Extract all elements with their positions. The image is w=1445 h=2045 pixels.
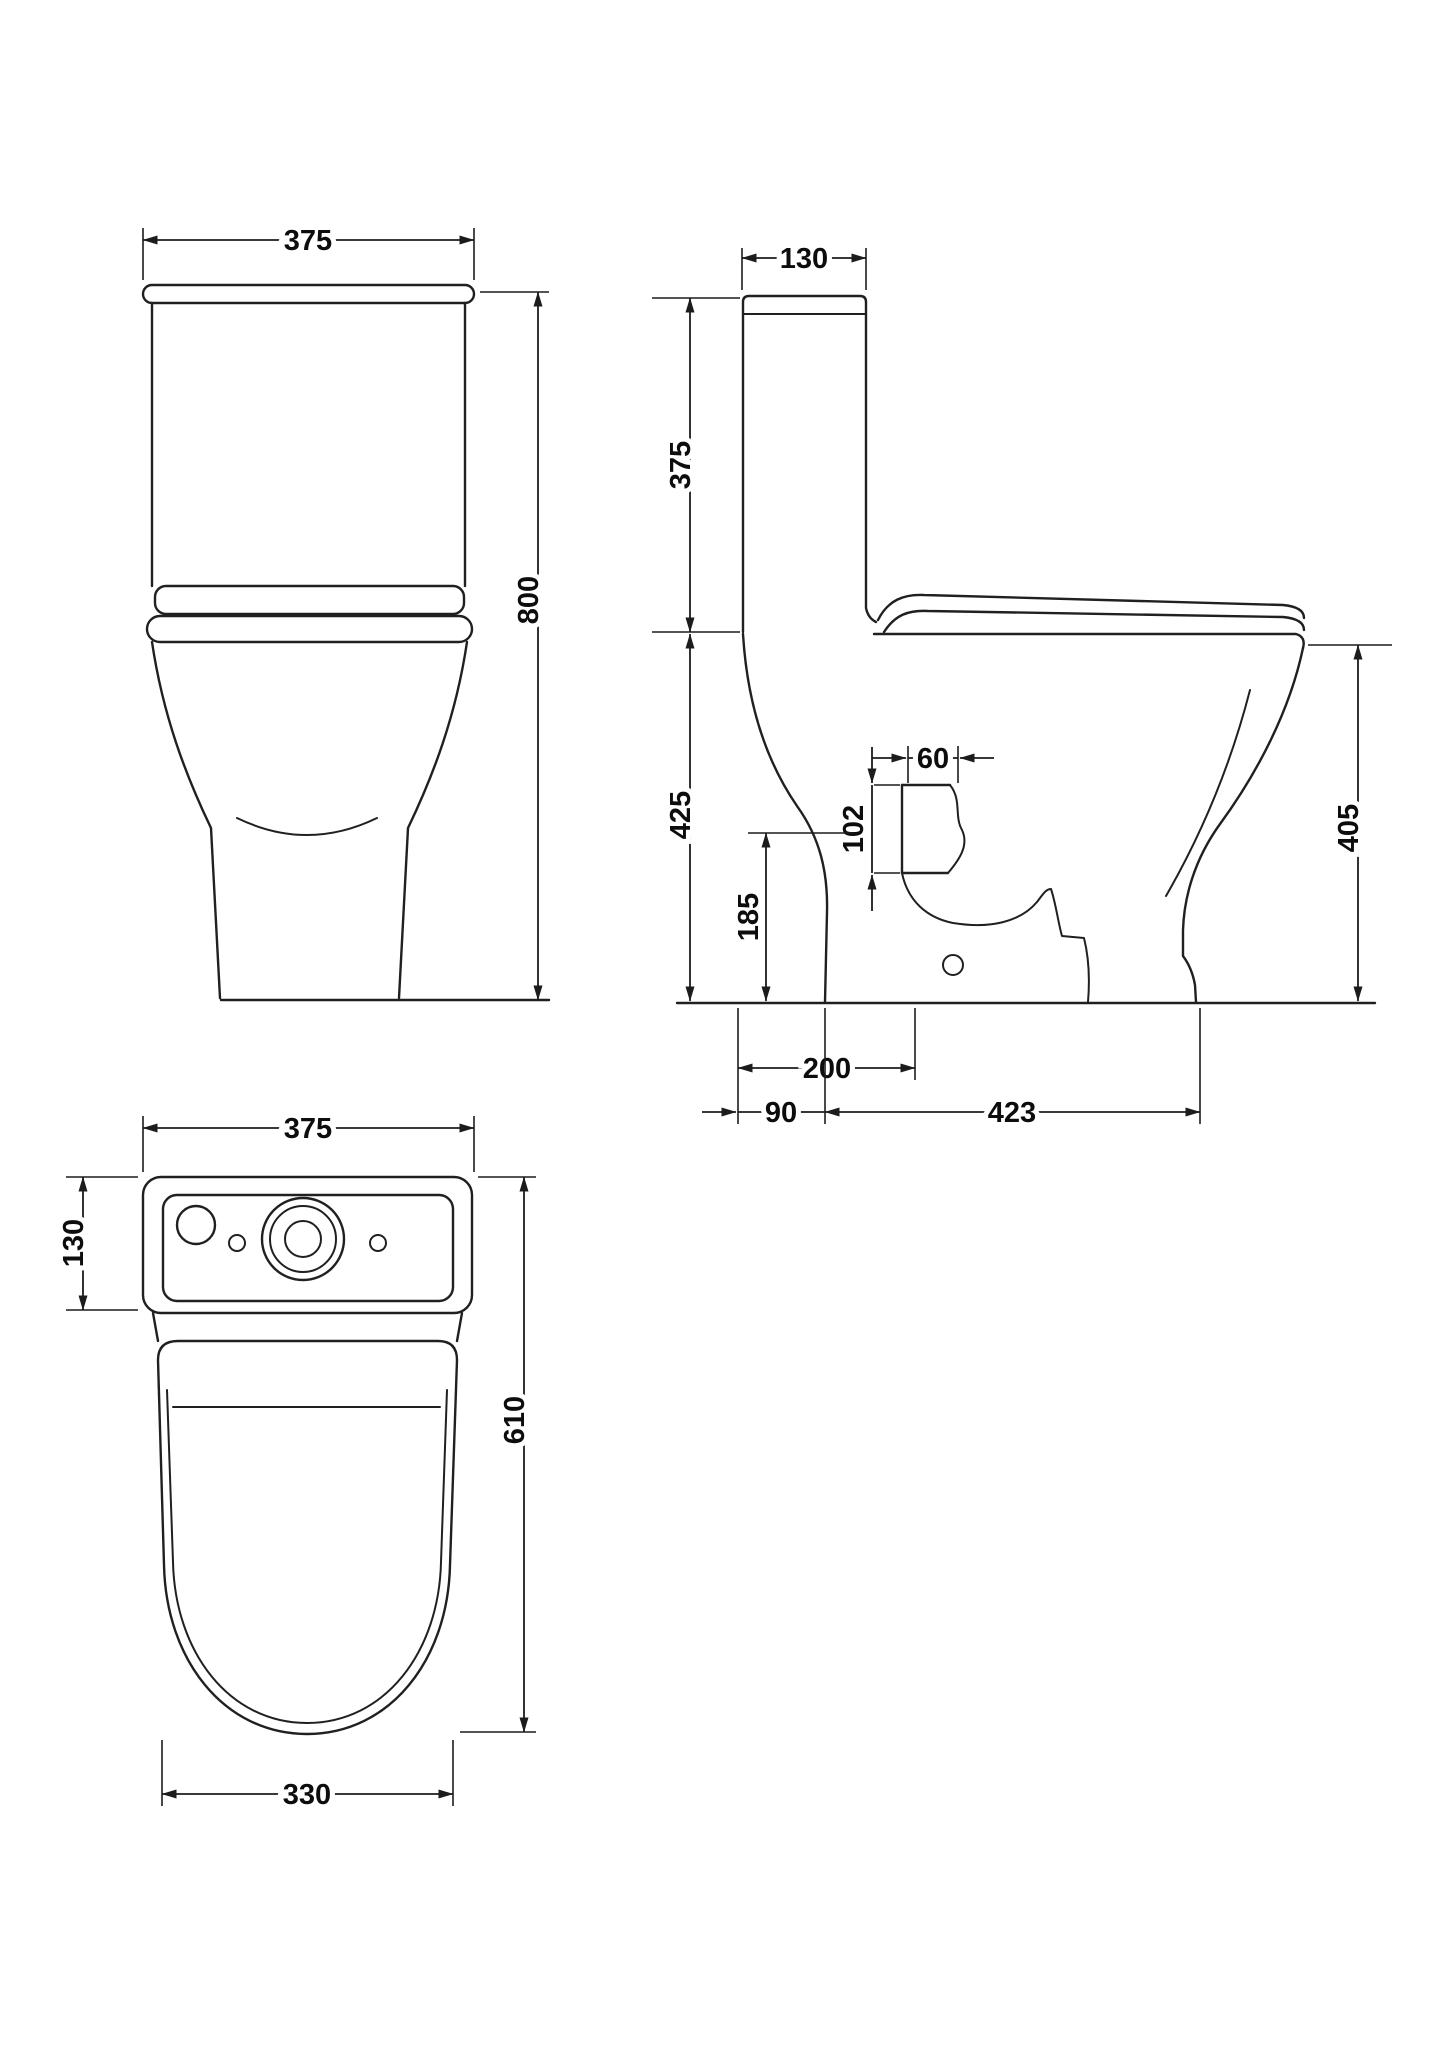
dim-side-outlet-width: 60 xyxy=(917,743,949,775)
front-view: 375 800 xyxy=(141,220,551,1002)
side-fixing-hole xyxy=(942,954,964,976)
side-outlet-height-dimension: 102 xyxy=(833,747,900,911)
plan-body-sides xyxy=(151,1311,464,1343)
plan-width-dimension: 375 xyxy=(142,1108,475,1172)
plan-inlet-hole xyxy=(175,1204,217,1246)
plan-seat-outer xyxy=(156,1339,459,1736)
side-front-profile xyxy=(1181,646,1305,1004)
front-seat-ring xyxy=(145,614,474,644)
side-pan-rim xyxy=(872,632,1305,650)
side-cistern-height-dimension: 375 xyxy=(652,297,740,633)
plan-fixing-hole-left xyxy=(228,1234,246,1252)
break-line xyxy=(947,784,966,874)
dim-side-cistern-height: 375 xyxy=(665,441,697,489)
front-seat-lid xyxy=(153,584,466,616)
dim-plan-total-depth: 610 xyxy=(499,1396,531,1444)
side-outlet xyxy=(900,783,966,875)
front-width-dimension: 375 xyxy=(142,220,475,280)
dim-side-outlet-height: 102 xyxy=(838,805,870,853)
side-outlet-width-dimension: 60 xyxy=(872,738,994,783)
front-bowl-arc xyxy=(236,817,378,836)
side-bowl-height-dimension: 425 xyxy=(660,633,702,1002)
side-outlet-floor-dimension: 185 xyxy=(728,832,854,1002)
front-height-dimension: 800 xyxy=(480,291,550,1001)
dim-front-height: 800 xyxy=(513,576,545,624)
plan-flush-button-inner xyxy=(284,1220,322,1258)
dim-side-bowl-height: 425 xyxy=(665,791,697,839)
side-seat xyxy=(882,609,1306,634)
side-trap-detail xyxy=(901,872,1090,1003)
side-seat-lid xyxy=(876,593,1306,622)
dim-side-pan-depth: 423 xyxy=(988,1097,1036,1129)
plan-cistern-depth-dimension: 130 xyxy=(53,1176,138,1311)
front-bowl-right xyxy=(397,640,469,1000)
side-back-profile xyxy=(741,632,829,1004)
dim-plan-bowl-width: 330 xyxy=(283,1779,331,1811)
plan-total-depth-dimension: 610 xyxy=(460,1176,536,1733)
side-rim-height-dimension: 405 xyxy=(1308,644,1392,1002)
side-bowl-inner-line xyxy=(1165,689,1251,897)
plan-view: 375 130 610 330 xyxy=(53,1108,536,1816)
side-view: 130 375 425 60 102 xyxy=(652,238,1392,1134)
dim-side-wall-gap: 90 xyxy=(765,1097,797,1129)
dim-side-outlet-setback: 200 xyxy=(803,1053,851,1085)
plan-flush-button-outer xyxy=(260,1196,346,1282)
front-cistern-lid xyxy=(141,283,476,305)
side-wall-gap-dimension: 90 423 xyxy=(702,1008,1201,1134)
plan-flush-button-mid xyxy=(269,1205,337,1273)
plan-bowl-width-dimension: 330 xyxy=(161,1740,454,1816)
front-bowl-left xyxy=(150,640,222,1000)
dim-side-cistern-depth: 130 xyxy=(780,243,828,275)
dim-plan-cistern-depth: 130 xyxy=(58,1219,90,1267)
dim-side-outlet-floor: 185 xyxy=(733,893,765,941)
plan-fixing-hole-right xyxy=(369,1234,387,1252)
dim-side-rim-height: 405 xyxy=(1333,804,1365,852)
side-cistern-depth-dimension: 130 xyxy=(741,238,867,290)
front-cistern-body xyxy=(150,301,467,588)
dim-plan-width: 375 xyxy=(284,1113,332,1145)
plan-cistern-outer xyxy=(141,1175,474,1315)
plan-cistern-inner xyxy=(161,1193,455,1303)
side-outlet-setback-dimension: 200 xyxy=(737,1008,916,1124)
dim-front-width: 375 xyxy=(284,225,332,257)
side-cistern xyxy=(741,294,878,634)
plan-seat-inner xyxy=(166,1389,448,1724)
